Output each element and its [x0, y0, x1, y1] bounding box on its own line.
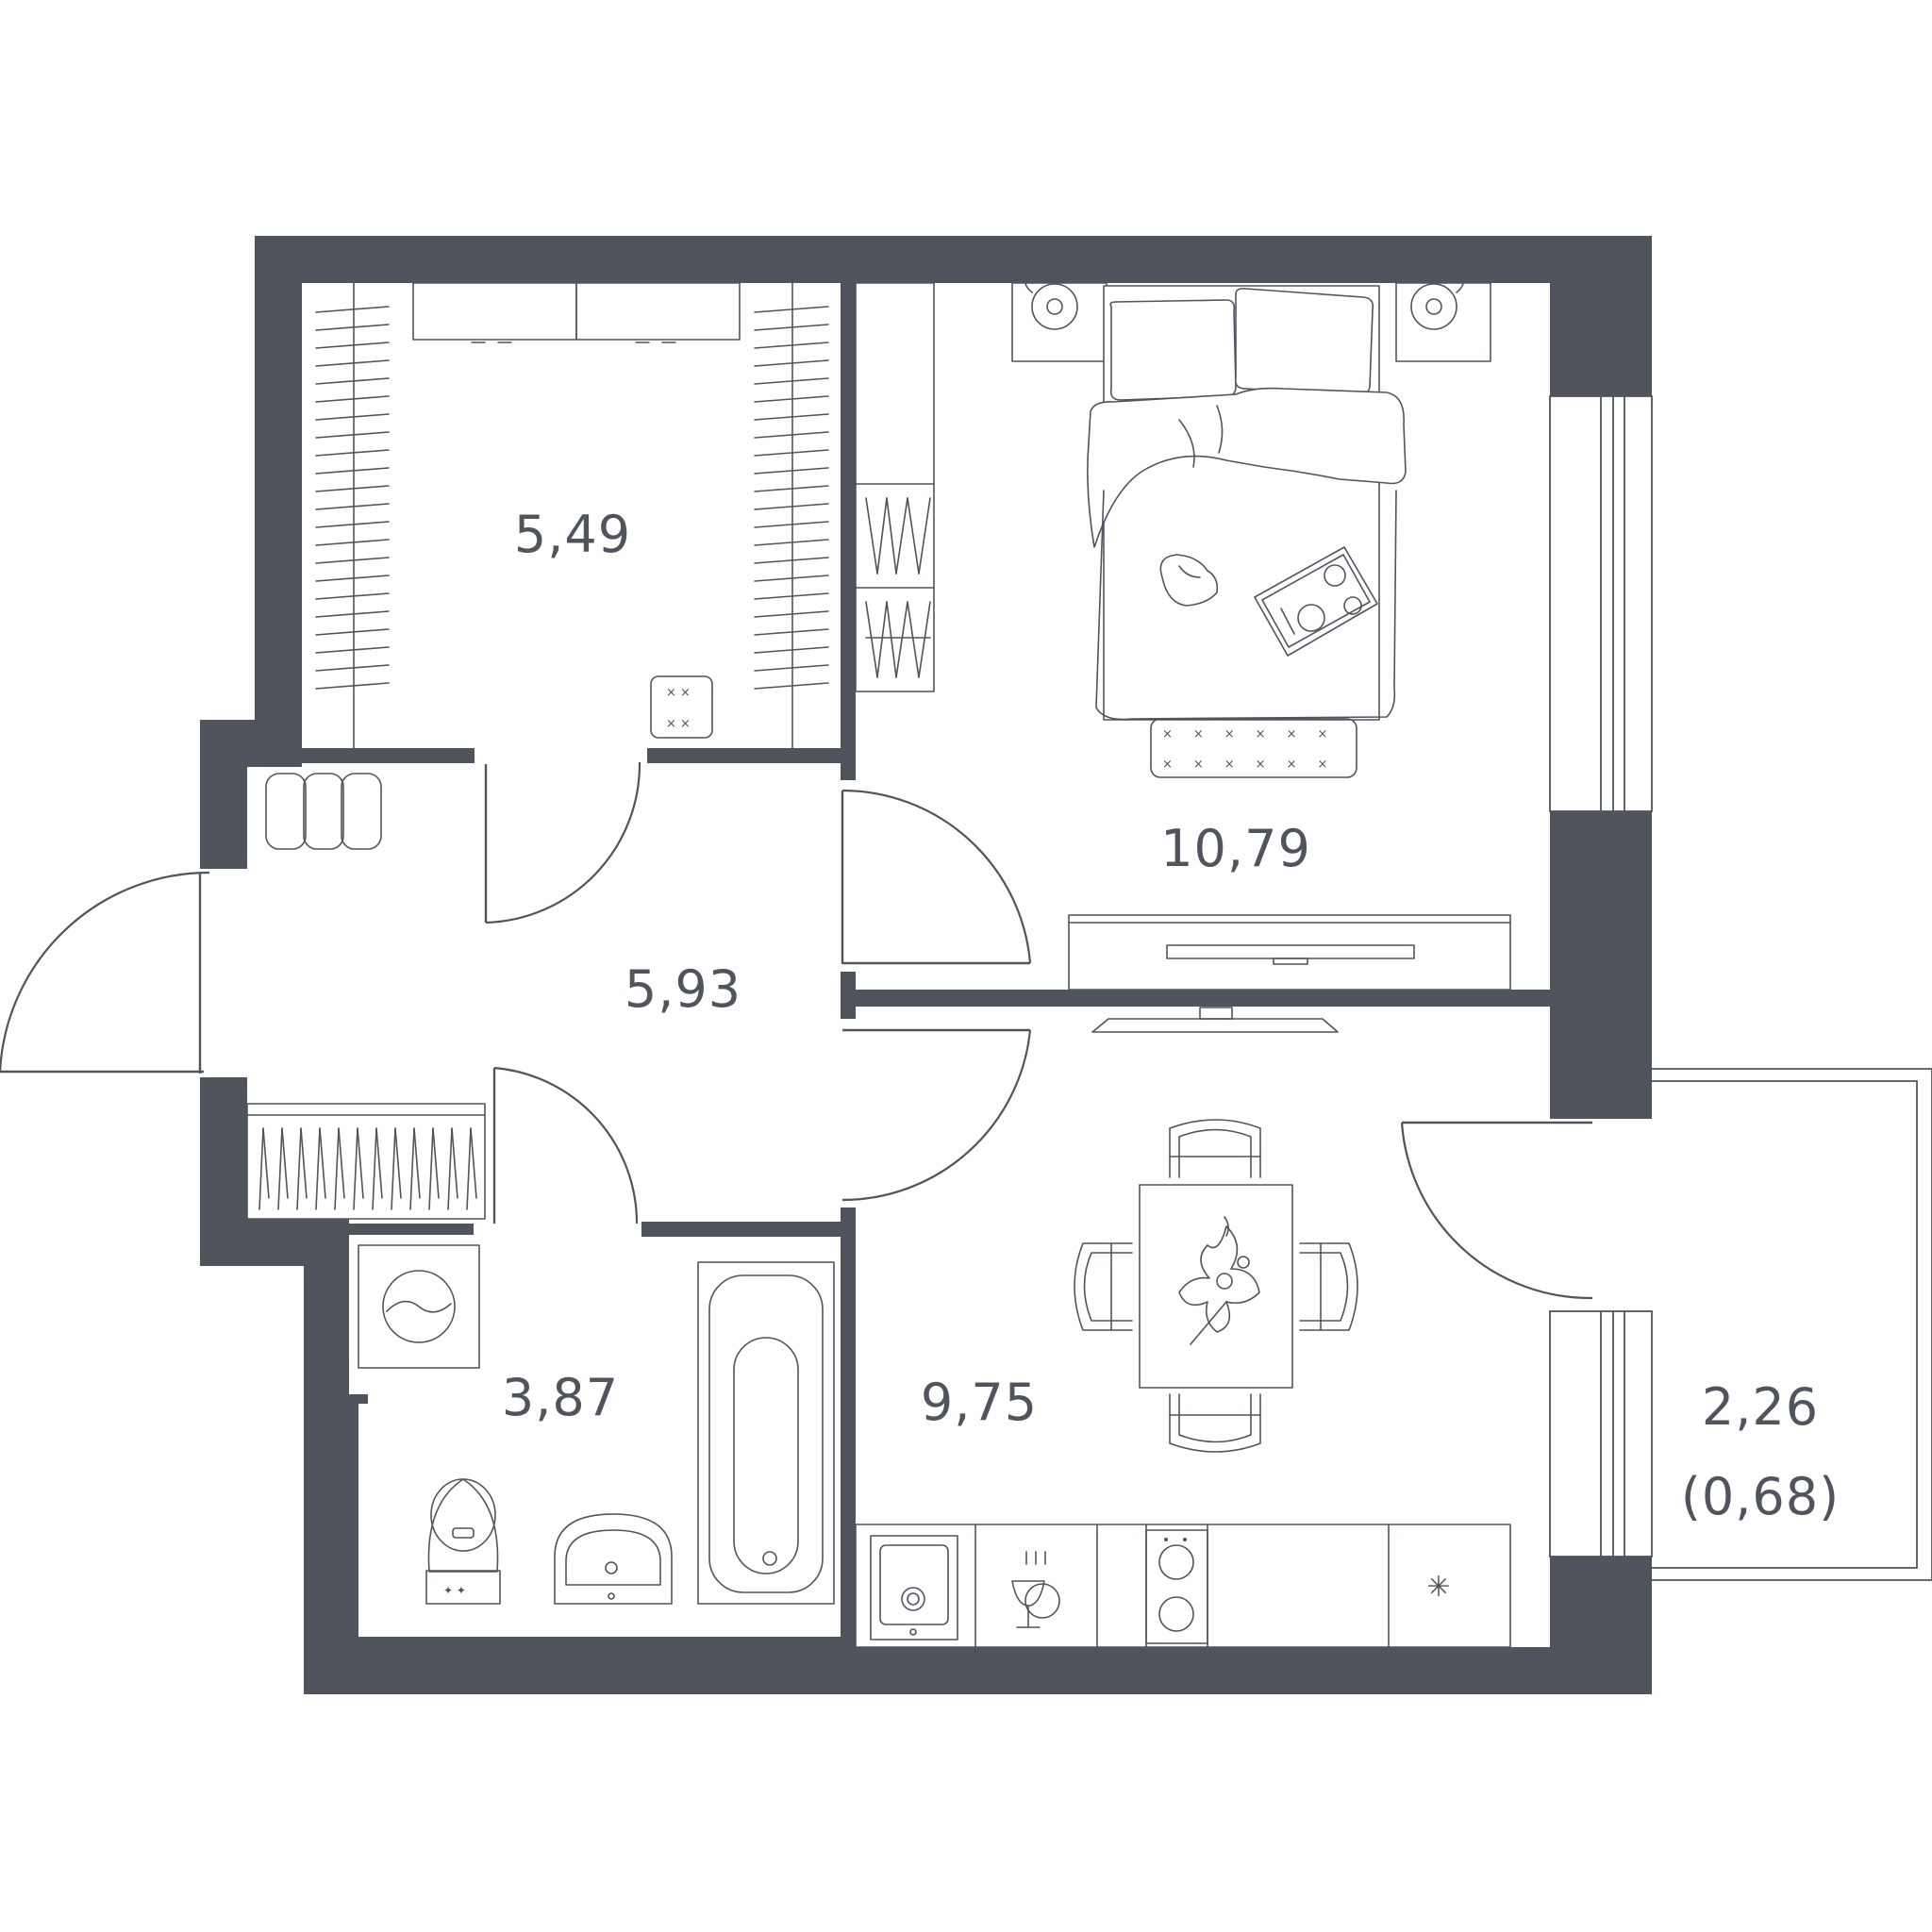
- nightstand-lamp-icon: [1011, 275, 1108, 362]
- kitchen: ✳: [855, 1007, 1511, 1648]
- svg-text:× ×: × ×: [666, 717, 691, 731]
- bathtub-icon: [697, 1261, 835, 1605]
- fridge-icon: ✳: [1426, 1571, 1450, 1604]
- ottoman-icon: ×××××× ××××××: [1150, 718, 1357, 778]
- svg-text:××××××: ××××××: [1162, 727, 1348, 741]
- window-icon: [1549, 1310, 1653, 1557]
- door-icon[interactable]: [841, 1028, 1032, 1202]
- clothes-rail-right: [754, 306, 829, 690]
- flowers-icon: [1178, 1216, 1260, 1345]
- pillow-icon: [1234, 288, 1374, 396]
- nightstand-lamp-icon: [1395, 275, 1491, 362]
- sink-icon: [870, 1535, 958, 1641]
- svg-text:××××××: ××××××: [1162, 758, 1348, 772]
- area-label-wardrobe: 5,49: [514, 505, 631, 564]
- ottoman-icon: [265, 773, 382, 850]
- chair-icon: [1169, 1119, 1261, 1178]
- tv-icon: [1091, 1007, 1339, 1033]
- bedroom: ×××××× ××××××: [855, 275, 1511, 991]
- wardrobe-closet: [855, 282, 935, 692]
- bathroom: ✦ ✦: [358, 1244, 835, 1605]
- door-icon[interactable]: [0, 871, 210, 1074]
- shoe-rack-icon: [246, 1103, 486, 1220]
- chair-icon: [1169, 1393, 1261, 1453]
- wardrobe-room: × × × ×: [315, 282, 829, 749]
- balcony: [1652, 1068, 1932, 1581]
- breakfast-tray-icon: [1254, 546, 1378, 657]
- door-icon[interactable]: [1400, 1121, 1593, 1300]
- bed-icon: [1087, 285, 1407, 721]
- door-icon[interactable]: [484, 761, 641, 924]
- washbasin-icon: [554, 1513, 673, 1605]
- walls: [200, 236, 1652, 1694]
- svg-text:✳: ✳: [1426, 1571, 1450, 1604]
- pillow-icon: [1109, 299, 1237, 401]
- chair-icon: [1074, 1242, 1133, 1331]
- window-icon: [1549, 395, 1653, 812]
- area-label-bathroom: 3,87: [502, 1368, 619, 1427]
- door-icon[interactable]: [841, 789, 1032, 965]
- clothes-rail-left: [315, 306, 390, 690]
- dining-table-icon: [1139, 1184, 1293, 1389]
- area-label-hall: 5,93: [625, 959, 741, 1019]
- area-label-balcony: 2,26: [1702, 1377, 1819, 1437]
- chair-icon: [1299, 1242, 1358, 1331]
- washing-machine-icon: [358, 1244, 480, 1369]
- hall: [246, 773, 486, 1220]
- door-icon[interactable]: [492, 1066, 639, 1224]
- toilet-icon: ✦ ✦: [425, 1478, 501, 1605]
- svg-text:✦ ✦: ✦ ✦: [443, 1584, 466, 1597]
- svg-text:× ×: × ×: [666, 686, 691, 700]
- dishwasher-icon: [1011, 1551, 1060, 1628]
- area-label-bedroom: 10,79: [1160, 819, 1311, 878]
- ottoman-icon: × × × ×: [650, 675, 713, 739]
- cooktop-icon: [1145, 1529, 1208, 1644]
- cat-icon: [1159, 554, 1219, 607]
- tv-icon: [1068, 914, 1511, 991]
- area-label-balcony-coef: (0,68): [1681, 1467, 1840, 1526]
- area-label-kitchen: 9,75: [921, 1373, 1038, 1432]
